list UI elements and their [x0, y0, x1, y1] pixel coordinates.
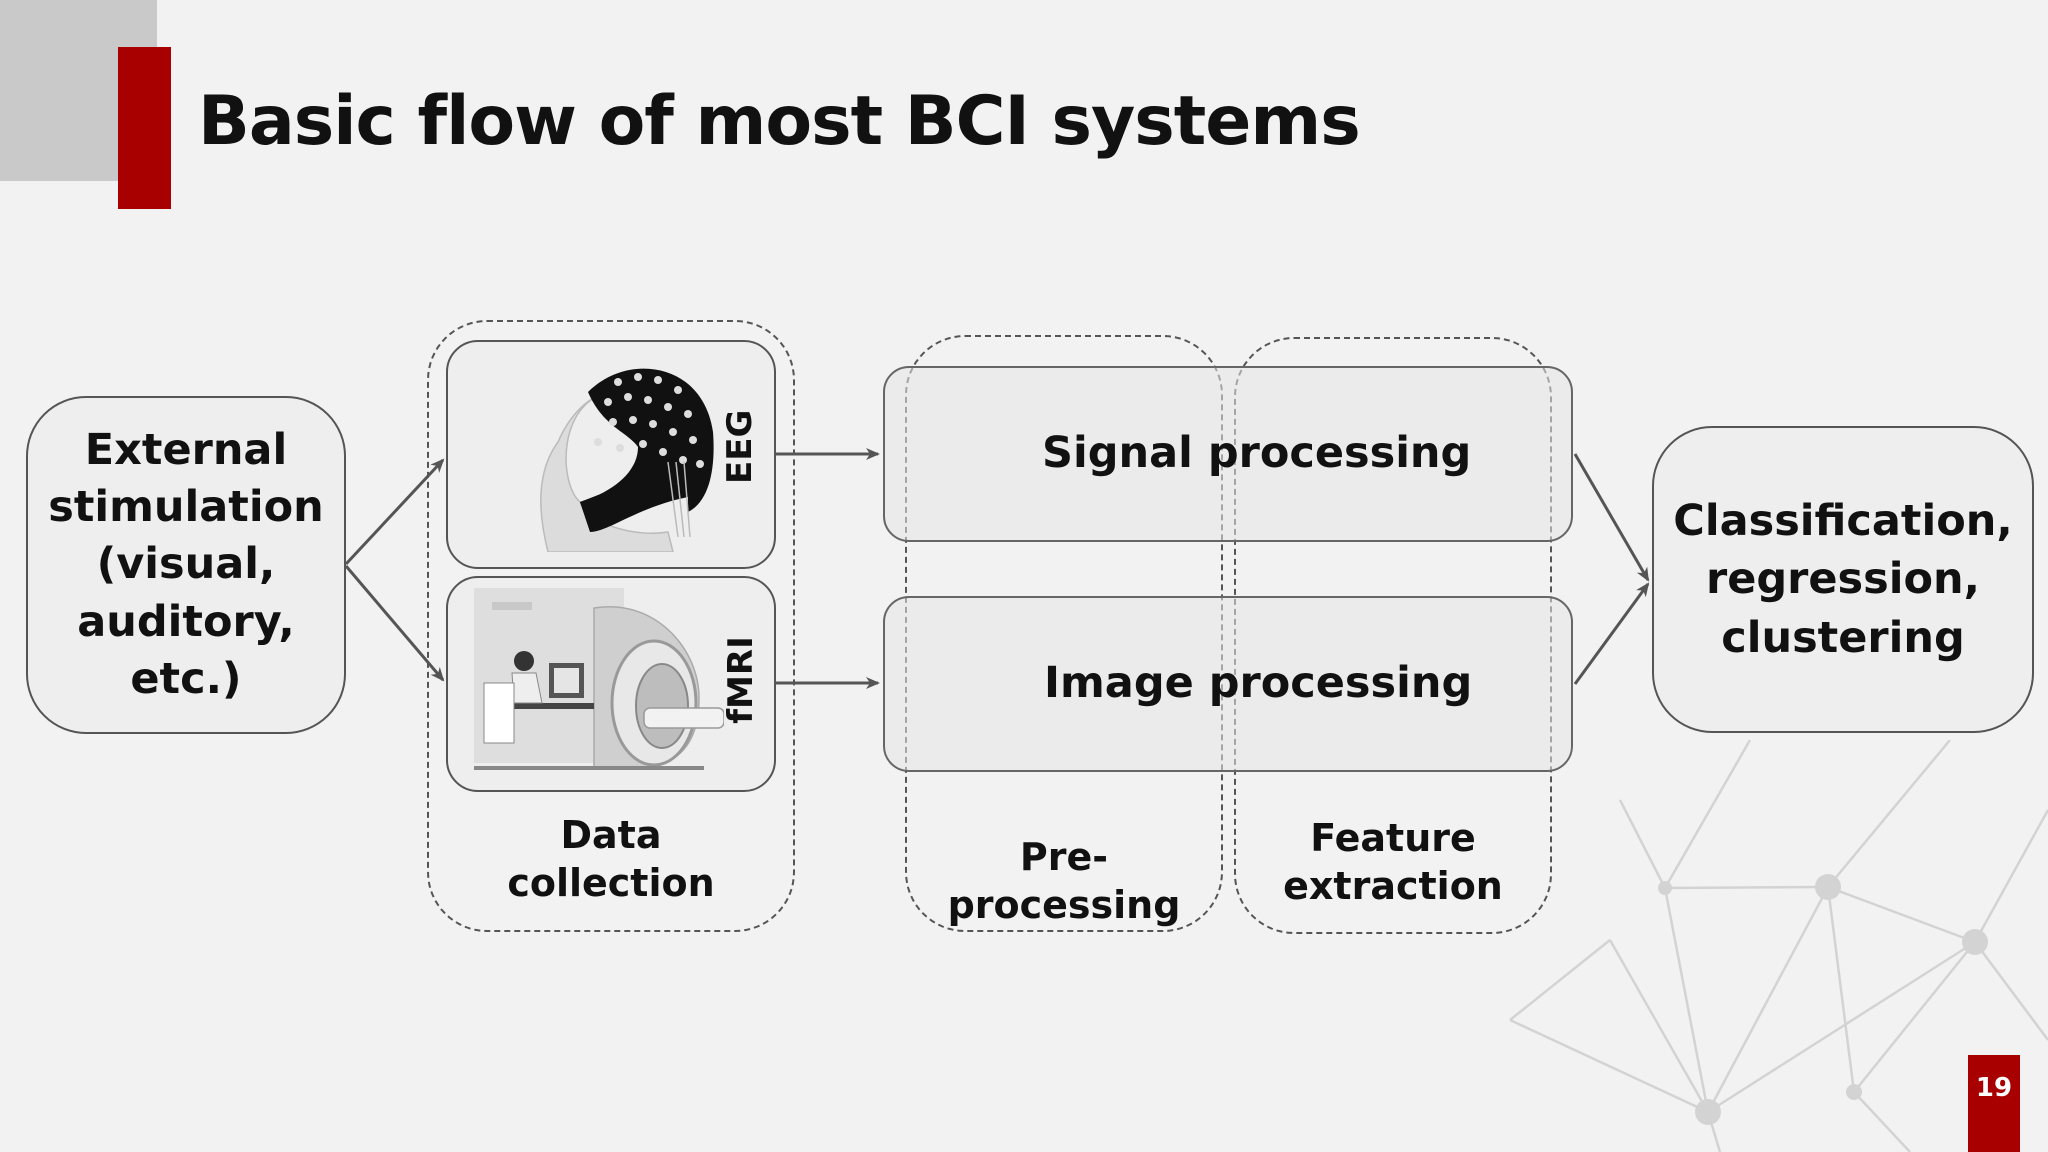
stimulation-line: stimulation	[48, 482, 324, 533]
stimulation-line: (visual,	[96, 539, 276, 590]
stimulation-line: etc.)	[130, 653, 242, 704]
signal-processing-box	[883, 366, 1573, 542]
stimulation-line: External	[84, 425, 288, 476]
preprocessing-label: Pre-processing	[947, 835, 1181, 927]
output-line: regression,	[1706, 554, 1980, 605]
data-collection-group	[427, 320, 795, 932]
arrow-to-eeg	[344, 458, 445, 566]
feature-extraction-label: Feature extraction	[1283, 816, 1503, 908]
data-collection-label: Data collection	[507, 813, 715, 905]
network-decoration	[1509, 740, 2048, 1152]
fmri-card: fMRI	[446, 576, 776, 792]
stimulation-line: auditory,	[77, 596, 295, 647]
external-stimulation-box: External stimulation (visual, auditory, …	[26, 396, 346, 734]
page-number: 19	[1968, 1055, 2020, 1152]
fmri-scanner-icon	[474, 588, 724, 770]
title-accent-bar	[118, 47, 171, 209]
signal-processing-label: Signal processing	[1042, 428, 1472, 478]
arrow-to-fmri	[344, 565, 445, 682]
image-processing-box	[883, 596, 1573, 772]
arrow-image-to-output	[1573, 582, 1650, 685]
eeg-head-icon	[540, 368, 714, 552]
classification-box: Classification, regression, clustering	[1652, 426, 2034, 733]
output-line: Classification,	[1673, 496, 2013, 547]
image-processing-label: Image processing	[1044, 658, 1473, 708]
output-line: clustering	[1721, 612, 1965, 663]
arrow-signal-to-output	[1573, 453, 1650, 582]
eeg-card: EEG	[446, 340, 776, 569]
slide-title: Basic flow of most BCI systems	[198, 82, 1361, 161]
